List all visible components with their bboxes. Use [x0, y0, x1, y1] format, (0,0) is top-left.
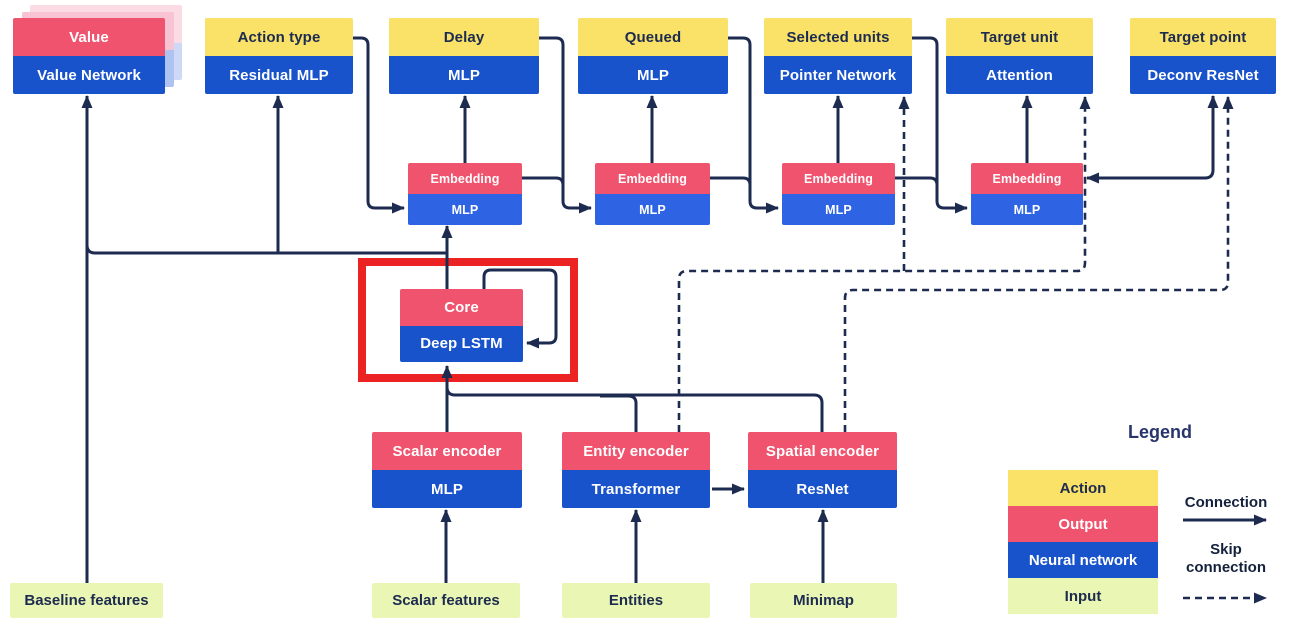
node-value-network: Value Network: [13, 56, 165, 94]
node-spatial-encoder: Spatial encoder ResNet: [748, 432, 897, 508]
node-scalar-encoder-network: MLP: [372, 470, 522, 508]
node-scalar-encoder: Scalar encoder MLP: [372, 432, 522, 508]
node-target-point-action: Target point: [1130, 18, 1276, 56]
node-embedding-4-network: MLP: [971, 194, 1083, 225]
legend-item-input: Input: [1008, 578, 1158, 614]
conn-core-trunk-left: [85, 244, 447, 255]
legend-title: Legend: [1127, 422, 1192, 442]
conn-actiontype-to-embedding1: [353, 36, 405, 214]
node-embedding-3: Embedding MLP: [782, 163, 895, 225]
conn-core-self-loop: [482, 268, 558, 349]
node-action-type-network: Residual MLP: [205, 56, 353, 94]
node-target-unit-network: Attention: [946, 56, 1093, 94]
node-queued: Queued MLP: [578, 18, 728, 94]
conn-embedding4-targetpoint: [1086, 95, 1219, 184]
node-embedding-2: Embedding MLP: [595, 163, 710, 225]
node-embedding-4: Embedding MLP: [971, 163, 1083, 225]
node-delay: Delay MLP: [389, 18, 539, 94]
node-core-output: Core: [400, 289, 523, 326]
input-entities: Entities: [562, 583, 710, 618]
node-target-unit-action: Target unit: [946, 18, 1093, 56]
node-entity-encoder: Entity encoder Transformer: [562, 432, 710, 508]
node-embedding-2-output: Embedding: [595, 163, 710, 194]
node-embedding-2-network: MLP: [595, 194, 710, 225]
node-embedding-1-network: MLP: [408, 194, 522, 225]
legend-item-action: Action: [1008, 470, 1158, 506]
node-embedding-1-output: Embedding: [408, 163, 522, 194]
node-embedding-3-network: MLP: [782, 194, 895, 225]
node-embedding-3-output: Embedding: [782, 163, 895, 194]
legend-item-output: Output: [1008, 506, 1158, 542]
node-value: Value Value Network: [13, 18, 165, 94]
node-target-point: Target point Deconv ResNet: [1130, 18, 1276, 94]
conn-queued-to-embedding3: [728, 36, 779, 214]
core-highlight-box: [358, 258, 578, 382]
conn-delay-to-embedding2: [539, 36, 592, 214]
node-target-point-network: Deconv ResNet: [1130, 56, 1276, 94]
conn-entity-trunk: [600, 394, 638, 432]
node-selected-units-action: Selected units: [764, 18, 912, 56]
conn-selectedunits-to-embedding4: [912, 36, 968, 214]
node-action-type: Action type Residual MLP: [205, 18, 353, 94]
node-queued-action: Queued: [578, 18, 728, 56]
conn-embedding2-out: [710, 176, 752, 186]
node-spatial-encoder-network: ResNet: [748, 470, 897, 508]
input-baseline-features: Baseline features: [10, 583, 163, 618]
legend-skip-connection-label: Skip connection: [1185, 541, 1266, 576]
node-spatial-encoder-output: Spatial encoder: [748, 432, 897, 470]
node-action-type-action: Action type: [205, 18, 353, 56]
node-delay-action: Delay: [389, 18, 539, 56]
node-value-output: Value: [13, 18, 165, 56]
legend-connection-label: Connection: [1184, 494, 1268, 511]
conn-embedding3-out: [895, 176, 939, 186]
node-delay-network: MLP: [389, 56, 539, 94]
node-queued-network: MLP: [578, 56, 728, 94]
node-core-network: Deep LSTM: [400, 325, 523, 362]
skip-spatial-to-targetpoint: [843, 96, 1234, 432]
node-embedding-1: Embedding MLP: [408, 163, 522, 225]
node-scalar-encoder-output: Scalar encoder: [372, 432, 522, 470]
skip-entity-trunk: [677, 96, 1091, 432]
conn-embedding1-out: [522, 176, 565, 186]
legend-item-neural-network: Neural network: [1008, 542, 1158, 578]
node-entity-encoder-network: Transformer: [562, 470, 710, 508]
conn-spatial-trunk: [445, 386, 824, 432]
input-scalar-features: Scalar features: [372, 583, 520, 618]
node-entity-encoder-output: Entity encoder: [562, 432, 710, 470]
node-selected-units: Selected units Pointer Network: [764, 18, 912, 94]
node-selected-units-network: Pointer Network: [764, 56, 912, 94]
node-embedding-4-output: Embedding: [971, 163, 1083, 194]
node-core: Core Deep LSTM: [400, 289, 523, 362]
input-minimap: Minimap: [750, 583, 897, 618]
node-target-unit: Target unit Attention: [946, 18, 1093, 94]
